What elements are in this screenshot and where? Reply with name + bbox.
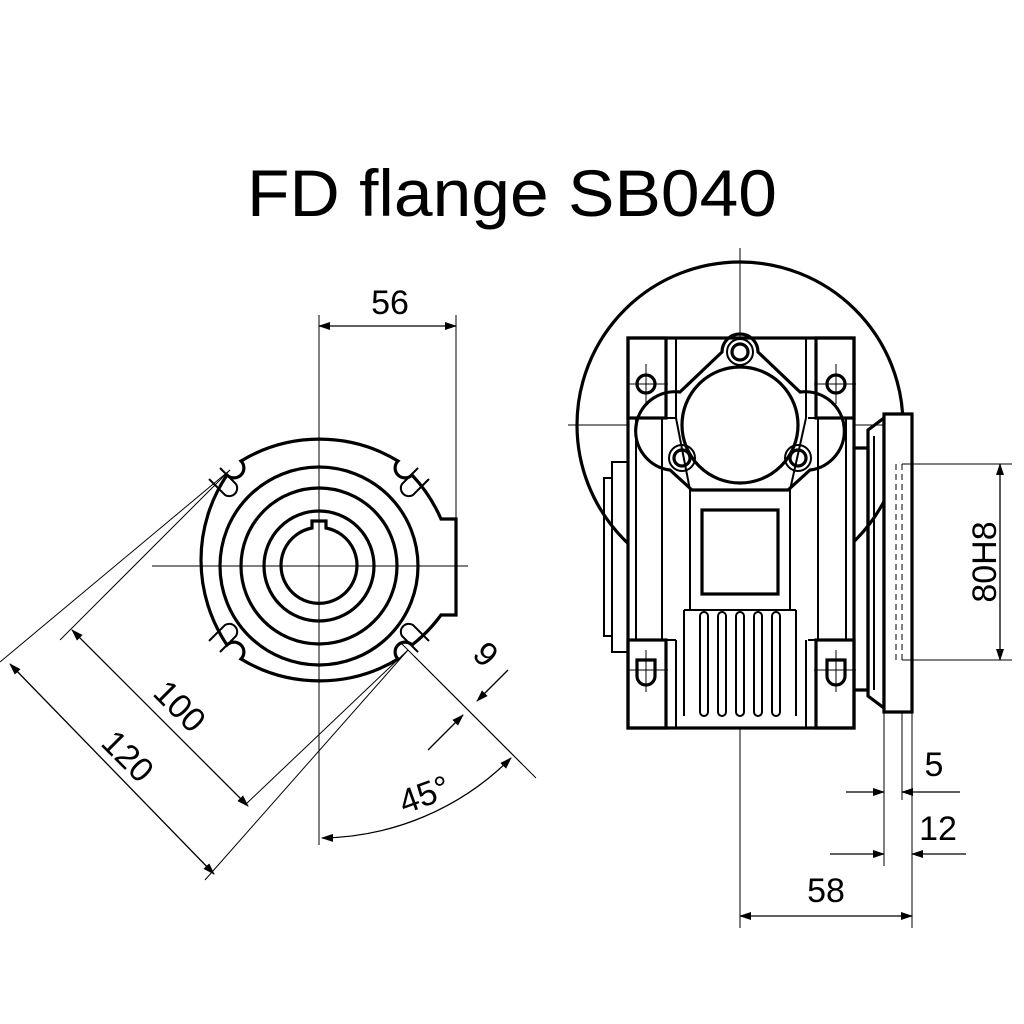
dim-45-label: 45° — [394, 768, 455, 821]
mount-lug-bottom-left — [626, 638, 668, 730]
input-flange-boss — [634, 332, 846, 492]
dim-12-label: 12 — [919, 810, 957, 848]
gearbox-side-view: 80H8 5 12 58 — [568, 248, 1012, 928]
mount-lug-top-left — [626, 336, 668, 420]
dim-80h8-label: 80H8 — [966, 521, 1004, 602]
drawing-title: FD flange SB040 — [247, 156, 777, 230]
dim-arc-45 — [321, 757, 512, 842]
dim-120-label: 120 — [94, 723, 161, 790]
slot-bottom-right — [399, 622, 430, 653]
fd-flange-side — [854, 412, 914, 714]
dim-100-label: 100 — [146, 673, 213, 740]
input-bore — [680, 365, 800, 485]
slot-top-right — [399, 467, 430, 498]
mount-lug-bottom-right — [814, 638, 856, 730]
keyed-bore — [279, 519, 359, 605]
dim-5-label: 5 — [925, 746, 944, 784]
dim-line-120 — [9, 663, 215, 875]
mount-lug-top-right — [814, 336, 856, 420]
dim-9-label: 9 — [465, 635, 505, 675]
dim-line-9 — [427, 714, 464, 751]
nameplate — [700, 508, 780, 596]
flange-front-view: 56 100 120 9 45° — [0, 284, 537, 881]
dim-58-label: 58 — [807, 872, 845, 910]
slot-top-left — [208, 467, 239, 498]
dim-56-label: 56 — [371, 284, 409, 322]
cooling-fins — [683, 609, 797, 717]
dim-line-100 — [71, 629, 249, 807]
